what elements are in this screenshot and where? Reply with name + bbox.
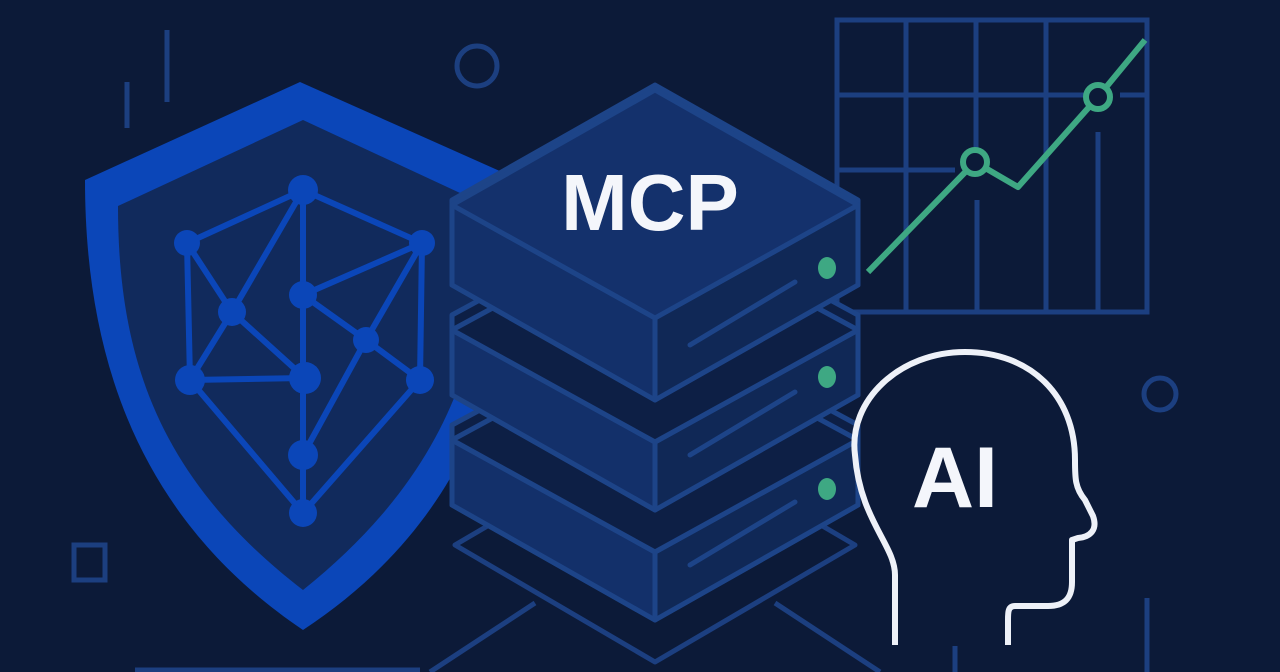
server-unit-1 [449, 82, 861, 403]
line-chart-icon [834, 17, 1150, 315]
ai-head-icon [851, 349, 1098, 645]
server-label: MCP [561, 158, 739, 247]
status-led-icons [818, 257, 836, 500]
ai-label: AI [912, 430, 998, 526]
shield-icon [85, 82, 520, 630]
decorative-marks [71, 30, 1179, 672]
server-stack-icon [449, 82, 861, 623]
